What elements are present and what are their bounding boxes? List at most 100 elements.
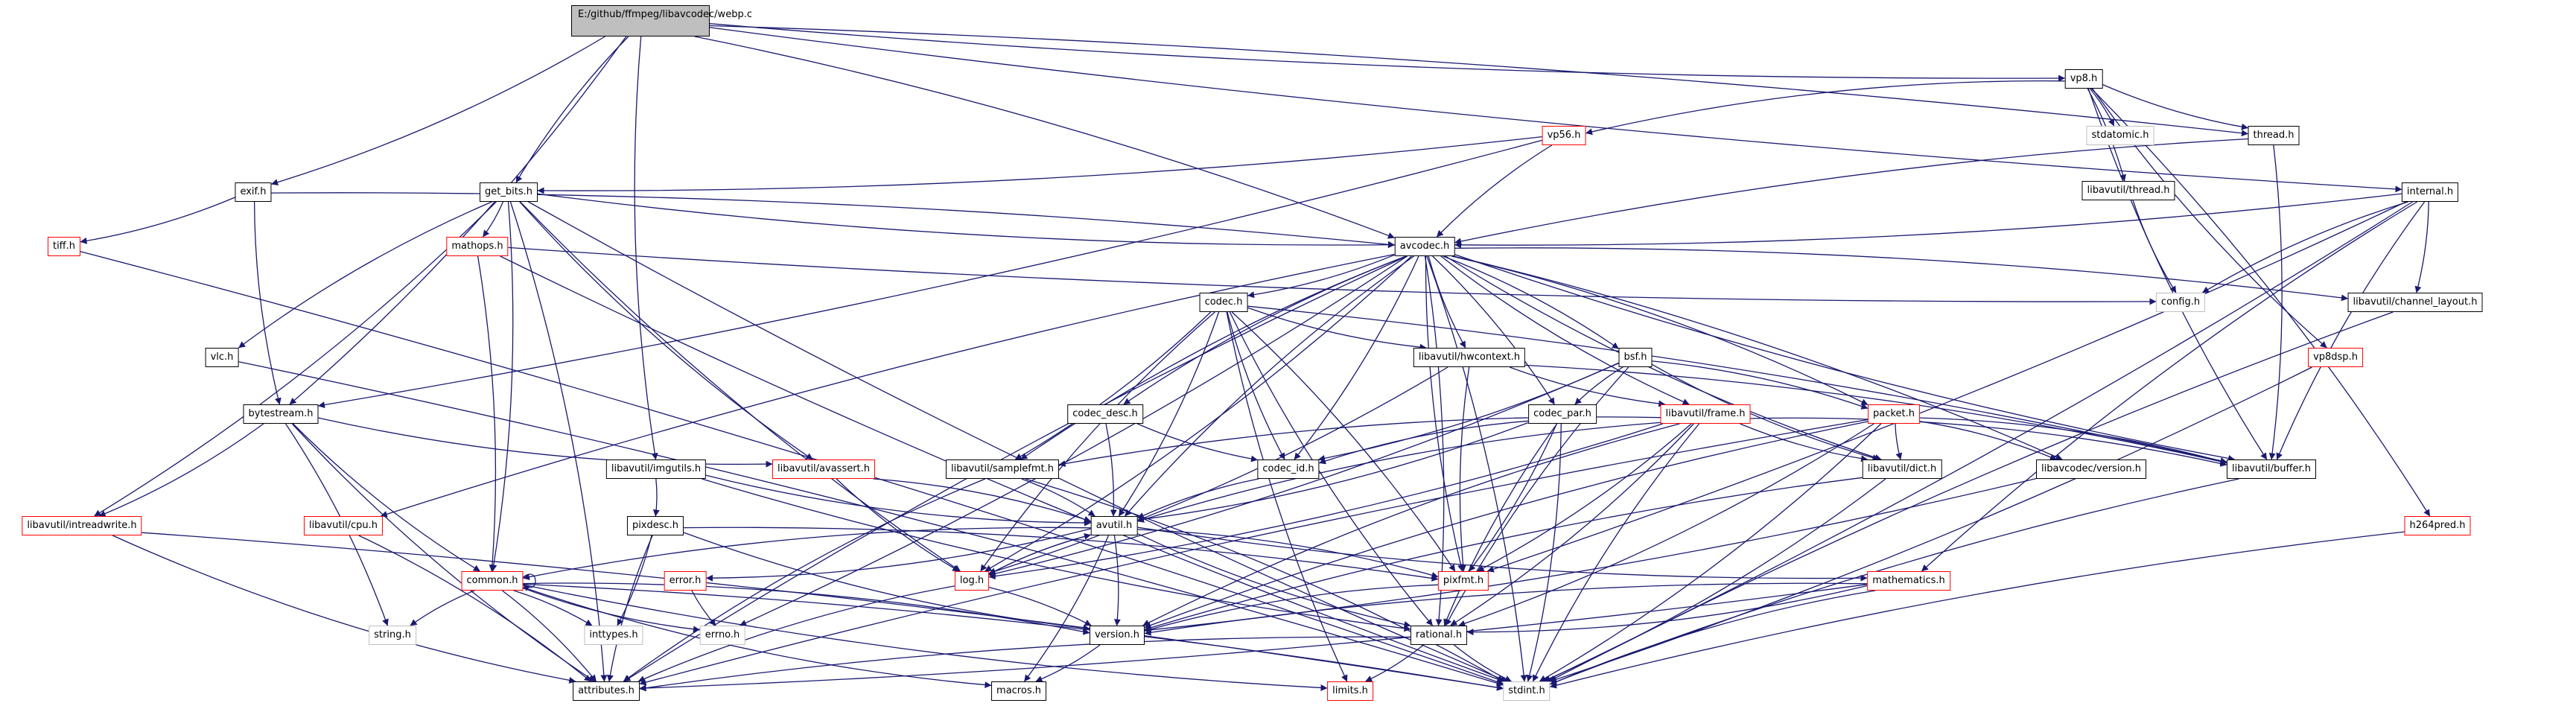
edge-codec-to-avutil [1118, 311, 1220, 517]
node-mathops[interactable]: mathops.h [446, 237, 509, 256]
node-version-avc[interactable]: libavcodec/version.h [2036, 459, 2146, 479]
node-thread[interactable]: thread.h [2248, 126, 2300, 145]
edge-codec-to-pixfmt [1231, 311, 1456, 572]
edge-codec-to-limits [1226, 311, 1348, 682]
edge-vp8-to-thread [2102, 84, 2248, 130]
node-internal[interactable]: internal.h [2401, 182, 2459, 202]
node-exif[interactable]: exif.h [235, 182, 272, 202]
edge-webp-to-internal [709, 27, 2402, 193]
edge-cpu-to-attributes [358, 535, 591, 682]
edge-get-bits-to-vlc [238, 201, 492, 349]
edge-vp56-to-avcodec [1436, 144, 1553, 238]
node-inttypes[interactable]: inttypes.h [584, 626, 643, 645]
edge-tiff-to-stdint [80, 251, 1504, 685]
node-vlc[interactable]: vlc.h [205, 348, 239, 367]
edge-thread-to-buffer [2268, 144, 2283, 460]
edge-codec-desc-to-codec-id [1136, 423, 1258, 462]
node-buffer[interactable]: libavutil/buffer.h [2226, 459, 2317, 479]
node-dict[interactable]: libavutil/dict.h [1862, 459, 1942, 479]
node-intreadwrite[interactable]: libavutil/intreadwrite.h [22, 516, 142, 535]
edge-get-bits-to-common [490, 201, 514, 572]
edge-hwcontext-to-frame [1509, 366, 1666, 407]
node-codec-id[interactable]: codec_id.h [1257, 459, 1320, 479]
node-samplefmt[interactable]: libavutil/samplefmt.h [945, 459, 1060, 479]
node-codec-desc[interactable]: codec_desc.h [1067, 404, 1143, 424]
edge-get-bits-to-mathops [482, 201, 504, 238]
edge-frame-to-pixfmt [1477, 423, 1692, 572]
node-limits[interactable]: limits.h [1327, 681, 1373, 701]
node-packet[interactable]: packet.h [1868, 404, 1920, 424]
edge-codec-to-samplefmt [1014, 311, 1212, 460]
node-vp56[interactable]: vp56.h [1542, 126, 1586, 145]
node-h264pred[interactable]: h264pred.h [2404, 516, 2471, 535]
edge-get-bits-to-log [520, 201, 961, 572]
node-mathematics[interactable]: mathematics.h [1867, 571, 1950, 591]
edge-mathematics-to-rational [1466, 585, 1868, 636]
edge-vp56-to-bytestream [318, 139, 1542, 409]
node-common[interactable]: common.h [461, 571, 524, 591]
edge-common-to-inttypes [513, 590, 593, 626]
edge-lu-thread-to-config [2132, 200, 2177, 293]
node-avassert[interactable]: libavutil/avassert.h [772, 459, 876, 479]
edge-vp8-to-stdatomic [2089, 88, 2115, 127]
node-version[interactable]: version.h [1090, 626, 1145, 645]
edge-bytestream-to-common [293, 423, 480, 572]
edge-exif-to-tiff [80, 197, 235, 244]
node-avutil[interactable]: avutil.h [1090, 516, 1138, 535]
edge-codec-id-to-avutil [1137, 478, 1259, 519]
node-attributes[interactable]: attributes.h [573, 681, 640, 701]
edge-frame-to-buffer [1750, 417, 2227, 467]
node-stdatomic[interactable]: stdatomic.h [2086, 126, 2154, 145]
node-get-bits[interactable]: get_bits.h [480, 182, 538, 202]
edge-get-bits-to-avassert [519, 201, 813, 460]
edge-get-bits-to-stdint [528, 201, 1507, 682]
node-stdint[interactable]: stdint.h [1503, 681, 1551, 701]
edge-imgutils-to-avutil [705, 474, 1091, 527]
node-webp[interactable]: E:/github/ffmpeg/libavcodec/webp.c [571, 5, 752, 36]
node-pixdesc[interactable]: pixdesc.h [626, 516, 684, 535]
node-cpu[interactable]: libavutil/cpu.h [303, 516, 384, 535]
node-macros[interactable]: macros.h [991, 681, 1046, 701]
node-imgutils[interactable]: libavutil/imgutils.h [605, 459, 707, 479]
edge-mathops-to-common [477, 255, 497, 572]
node-string[interactable]: string.h [369, 626, 416, 645]
node-vp8dsp[interactable]: vp8dsp.h [2308, 348, 2363, 367]
node-lu-thread[interactable]: libavutil/thread.h [2082, 181, 2175, 200]
edge-log-to-avutil [988, 532, 1091, 575]
node-channel-layout[interactable]: libavutil/channel_layout.h [2347, 293, 2483, 312]
node-vp8[interactable]: vp8.h [2064, 69, 2103, 89]
edge-dict-to-version [1144, 477, 1863, 632]
edge-imgutils-to-rational [702, 478, 1411, 632]
node-errno[interactable]: errno.h [699, 626, 745, 645]
node-bytestream[interactable]: bytestream.h [243, 404, 319, 424]
edge-common-to-version [523, 582, 1090, 635]
node-bsf[interactable]: bsf.h [1618, 348, 1653, 367]
edge-samplefmt-to-attributes [623, 478, 986, 682]
edge-webp-to-thread [709, 25, 2248, 137]
edge-bsf-to-codec-par [1574, 366, 1623, 405]
edge-mathops-to-stdint [500, 255, 1504, 683]
edge-samplefmt-to-stdint [1025, 478, 1504, 682]
edge-packet-to-attributes [639, 419, 1869, 686]
node-hwcontext[interactable]: libavutil/hwcontext.h [1413, 348, 1526, 367]
edge-hwcontext-to-buffer [1524, 364, 2227, 465]
node-codec[interactable]: codec.h [1199, 293, 1248, 312]
edge-webp-to-get-bits [515, 36, 629, 183]
node-pixfmt[interactable]: pixfmt.h [1437, 571, 1489, 591]
edge-log-to-version [988, 586, 1092, 626]
edge-avcodec-to-samplefmt [1020, 255, 1407, 460]
edge-mathematics-to-stdint [1550, 590, 1876, 685]
node-log[interactable]: log.h [954, 571, 990, 591]
node-rational[interactable]: rational.h [1410, 626, 1468, 645]
node-config[interactable]: config.h [2155, 293, 2206, 312]
edge-avcodec-to-log [985, 255, 1412, 572]
node-tiff[interactable]: tiff.h [47, 237, 81, 256]
node-error[interactable]: error.h [664, 571, 707, 591]
node-avcodec[interactable]: avcodec.h [1394, 237, 1455, 256]
edge-rational-to-limits [1365, 644, 1424, 682]
node-codec-par[interactable]: codec_par.h [1528, 404, 1597, 424]
dependency-edges [80, 23, 2431, 692]
edge-bsf-to-dict [1652, 363, 1880, 461]
node-frame[interactable]: libavutil/frame.h [1660, 404, 1751, 424]
